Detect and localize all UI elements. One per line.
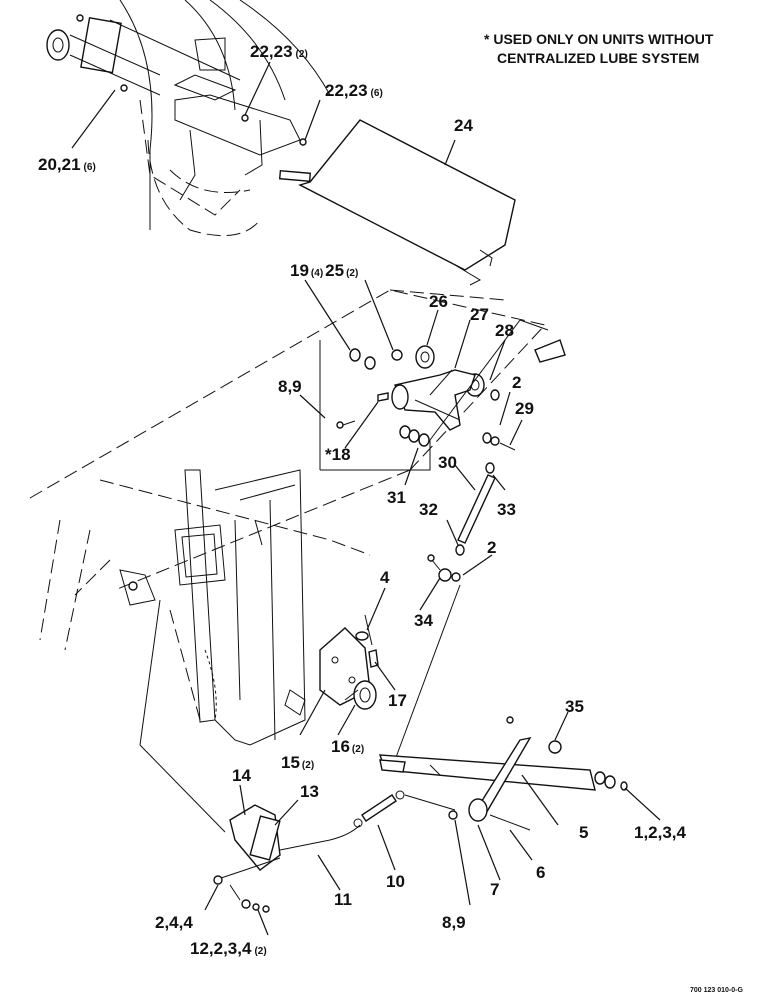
callout-5: 5 [579, 823, 588, 842]
note-line-1: * USED ONLY ON UNITS WITHOUT [484, 31, 714, 47]
callout-4: 4 [380, 568, 390, 587]
callout-22-23-b: 22,23(6) [325, 81, 383, 100]
background-panel [29, 289, 546, 721]
leader-13 [274, 799, 299, 826]
callout-13: 13 [300, 782, 319, 801]
leader-7 [477, 824, 501, 881]
callout-10: 10 [386, 872, 405, 891]
leader-8-9a [299, 394, 326, 419]
callout-26: 26 [429, 292, 448, 311]
leader-4 [366, 587, 386, 631]
leader-35 [554, 711, 569, 741]
support-column [119, 469, 306, 746]
callout-6: 6 [536, 863, 545, 882]
leader-12 [257, 909, 269, 936]
leader-14 [239, 784, 246, 816]
leader-2-4-4 [204, 884, 219, 911]
callout-12-2-3-4: 12,2,3,4(2) [190, 939, 267, 958]
callout-17: 17 [388, 691, 407, 710]
leader-28 [489, 339, 506, 381]
shield-panel-24 [278, 119, 516, 286]
callout-30: 30 [438, 453, 457, 472]
leader-29 [509, 419, 523, 446]
note-line-2: CENTRALIZED LUBE SYSTEM [497, 50, 699, 66]
callout-7: 7 [490, 880, 499, 899]
leader-26 [426, 309, 439, 346]
callout-34: 34 [414, 611, 433, 630]
leader-1-2-3-4 [624, 787, 661, 821]
callout-16: 16(2) [331, 737, 364, 756]
upper-frame-assembly [46, 0, 331, 237]
leader-25 [364, 279, 394, 351]
drawing-code: 700 123 010-0-G [690, 987, 743, 994]
lower-linkage-assembly [379, 716, 628, 831]
leader-34 [419, 577, 441, 611]
leader-2a [499, 391, 511, 426]
leader-15 [299, 689, 326, 736]
center-bracket-assembly [319, 614, 379, 710]
callout-29: 29 [515, 399, 534, 418]
callout-14: 14 [232, 766, 251, 785]
leader-8-9b [454, 819, 471, 906]
upper-bracket-assembly [319, 319, 566, 471]
leader-20-21 [71, 89, 116, 149]
leader-32 [446, 519, 459, 546]
leader-11 [317, 854, 341, 891]
callout-27: 27 [470, 305, 489, 324]
callout-2-a: 2 [512, 373, 521, 392]
callout-20-21: 20,21(6) [38, 155, 96, 174]
callout-1-2-3-4: 1,2,3,4 [634, 823, 687, 842]
callout-18: *18 [325, 445, 351, 464]
leader-30 [454, 464, 476, 491]
leader-27 [454, 319, 471, 369]
leader-lines [71, 61, 661, 936]
callout-11: 11 [334, 890, 352, 909]
callout-32: 32 [419, 500, 438, 519]
callout-2-4-4: 2,4,4 [155, 913, 193, 932]
leader-2b [462, 554, 493, 576]
callout-31: 31 [387, 488, 406, 507]
callout-19-25: 19(4)25(2) [290, 261, 358, 280]
leader-17 [374, 661, 396, 691]
callout-35: 35 [565, 697, 584, 716]
leader-33 [492, 474, 506, 491]
callout-15: 15(2) [281, 753, 314, 772]
leader-5 [521, 774, 559, 826]
leader-18 [344, 401, 379, 449]
callout-33: 33 [497, 500, 516, 519]
callout-24: 24 [454, 116, 473, 135]
leader-6 [509, 829, 533, 861]
leader-19 [304, 279, 351, 351]
leader-22-23a [244, 61, 271, 116]
leader-16 [337, 704, 356, 736]
leader-31 [404, 447, 419, 486]
callout-8-9-a: 8,9 [278, 377, 302, 396]
callout-8-9-b: 8,9 [442, 913, 466, 932]
callout-2-b: 2 [487, 538, 496, 557]
callout-28: 28 [495, 321, 514, 340]
leader-22-23b [304, 99, 321, 141]
turnbuckle-linkage [394, 462, 496, 761]
leader-24 [444, 139, 456, 166]
callout-22-23-a: 22,23(2) [250, 42, 308, 61]
leader-10 [377, 824, 396, 871]
lower-spring-assembly [139, 599, 456, 913]
